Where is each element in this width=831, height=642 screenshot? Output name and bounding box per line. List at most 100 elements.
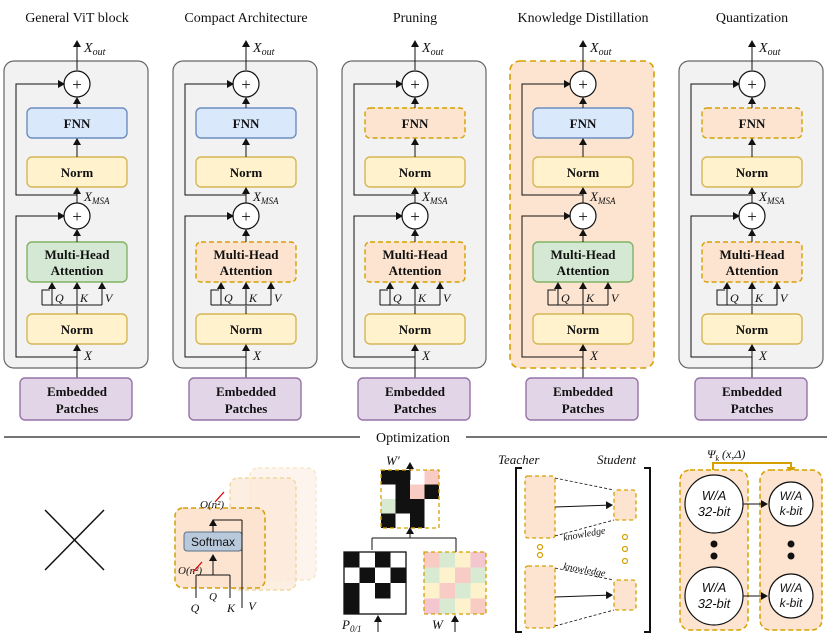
- no-optimization-cross: [44, 509, 105, 571]
- technique-panels: General ViT blockXout++FNNNormXMSAMulti-…: [3, 11, 824, 421]
- q-left-bot-2: 32-bit: [698, 596, 732, 611]
- teacher-label: Teacher: [498, 452, 540, 467]
- matrix-cell: [455, 552, 471, 568]
- norm-label: Norm: [399, 165, 432, 180]
- matrix-cell: [395, 513, 410, 528]
- k-label: K: [417, 291, 427, 305]
- norm-label: Norm: [567, 322, 600, 337]
- add-symbol: +: [241, 75, 251, 94]
- matrix-cell: [381, 513, 396, 528]
- matrix-cell: [424, 484, 439, 499]
- matrix-cell: [395, 484, 410, 499]
- compact-k-label: K: [226, 601, 236, 615]
- panel-title: General ViT block: [25, 11, 129, 26]
- matrix-cell: [359, 552, 375, 568]
- matrix-cell: [455, 583, 471, 599]
- q-right-top-1: W/A: [780, 489, 803, 503]
- student-label: Student: [597, 452, 636, 467]
- matrix-cell: [439, 583, 455, 599]
- matrix-cell: [410, 513, 425, 528]
- panel-title: Knowledge Distillation: [517, 11, 648, 26]
- fnn-label: FNN: [402, 116, 429, 131]
- matrix-cell: [381, 499, 396, 514]
- add-symbol: +: [578, 75, 588, 94]
- matrix-border: [343, 551, 407, 615]
- matrix-cell: [455, 598, 471, 614]
- x-out-label: Xout: [83, 41, 106, 58]
- matrix-cell: [439, 567, 455, 583]
- mha-label-1: Multi-Head: [214, 247, 280, 262]
- matrix-cell: [344, 567, 360, 583]
- v-label: V: [611, 291, 620, 305]
- complexity-top: O(n²): [200, 499, 224, 511]
- compact-v-label: V: [248, 599, 257, 613]
- add-symbol: +: [410, 75, 420, 94]
- mha-label-1: Multi-Head: [383, 247, 449, 262]
- embed-label-1: Embedded: [553, 384, 614, 399]
- softmax-label: Softmax: [191, 535, 235, 549]
- panel-0: General ViT blockXout++FNNNormXMSAMulti-…: [3, 11, 149, 421]
- embedded-patches-block: [19, 377, 133, 421]
- norm-label: Norm: [61, 322, 94, 337]
- q-label: Q: [224, 291, 233, 305]
- embed-label-2: Patches: [56, 401, 99, 416]
- matrix-cell: [439, 598, 455, 614]
- v-label: V: [274, 291, 283, 305]
- matrix-border: [423, 551, 487, 615]
- v-label: V: [780, 291, 789, 305]
- mask-label: P0/1: [341, 617, 361, 634]
- knowledge-label-2: knowledge: [562, 561, 607, 579]
- mha-label-2: Attention: [389, 263, 442, 278]
- x-msa-label: XMSA: [589, 189, 616, 206]
- matrix-cell: [375, 552, 391, 568]
- v-label: V: [443, 291, 452, 305]
- add-symbol: +: [241, 207, 251, 226]
- compact-q-ghost: Q: [209, 591, 217, 603]
- mha-label-2: Attention: [51, 263, 104, 278]
- matrix-cell: [470, 583, 486, 599]
- x-msa-label: XMSA: [83, 189, 110, 206]
- panel-title: Compact Architecture: [184, 11, 307, 26]
- psi-label: Ψk(x,Δ): [707, 447, 745, 463]
- k-label: K: [585, 291, 595, 305]
- embedded-patches-block: [525, 377, 639, 421]
- mha-label-1: Multi-Head: [45, 247, 111, 262]
- matrix-cell: [395, 470, 410, 485]
- q-left-bot-1: W/A: [702, 580, 727, 595]
- q-label: Q: [55, 291, 64, 305]
- norm-label: Norm: [61, 165, 94, 180]
- matrix-cell: [375, 567, 391, 583]
- matrix-cell: [359, 598, 375, 614]
- panel-title: Quantization: [716, 11, 788, 26]
- x-msa-label: XMSA: [421, 189, 448, 206]
- add-symbol: +: [410, 207, 420, 226]
- compact-q-label: Q: [191, 601, 200, 615]
- q-right-bot-2: k-bit: [780, 596, 803, 610]
- matrix-cell: [410, 484, 425, 499]
- kd-illustration: Teacher Student knowledge knowledge: [498, 452, 651, 633]
- panel-3: Knowledge DistillationXout++FNNNormXMSAM…: [509, 11, 655, 421]
- matrix-cell: [470, 567, 486, 583]
- knowledge-label-1: knowledge: [562, 525, 607, 543]
- norm-label: Norm: [736, 165, 769, 180]
- embedded-patches-block: [694, 377, 808, 421]
- matrix-cell: [381, 484, 396, 499]
- panel-2: PruningXout++FNNNormXMSAMulti-HeadAttent…: [341, 11, 487, 421]
- pruning-illustration: W′ P0/1 W: [341, 453, 487, 634]
- embed-label-2: Patches: [394, 401, 437, 416]
- norm-label: Norm: [736, 322, 769, 337]
- embed-label-1: Embedded: [216, 384, 277, 399]
- mha-label-2: Attention: [557, 263, 610, 278]
- q-left-top-1: W/A: [702, 488, 727, 503]
- x-in-label: X: [83, 348, 93, 363]
- x-out-label: Xout: [421, 41, 444, 58]
- panel-title: Pruning: [393, 11, 437, 26]
- mha-label-2: Attention: [220, 263, 273, 278]
- matrix-cell: [410, 499, 425, 514]
- add-symbol: +: [747, 207, 757, 226]
- fnn-label: FNN: [64, 116, 91, 131]
- matrix-cell: [424, 598, 440, 614]
- x-msa-label: XMSA: [252, 189, 279, 206]
- add-symbol: +: [578, 207, 588, 226]
- matrix-cell: [344, 552, 360, 568]
